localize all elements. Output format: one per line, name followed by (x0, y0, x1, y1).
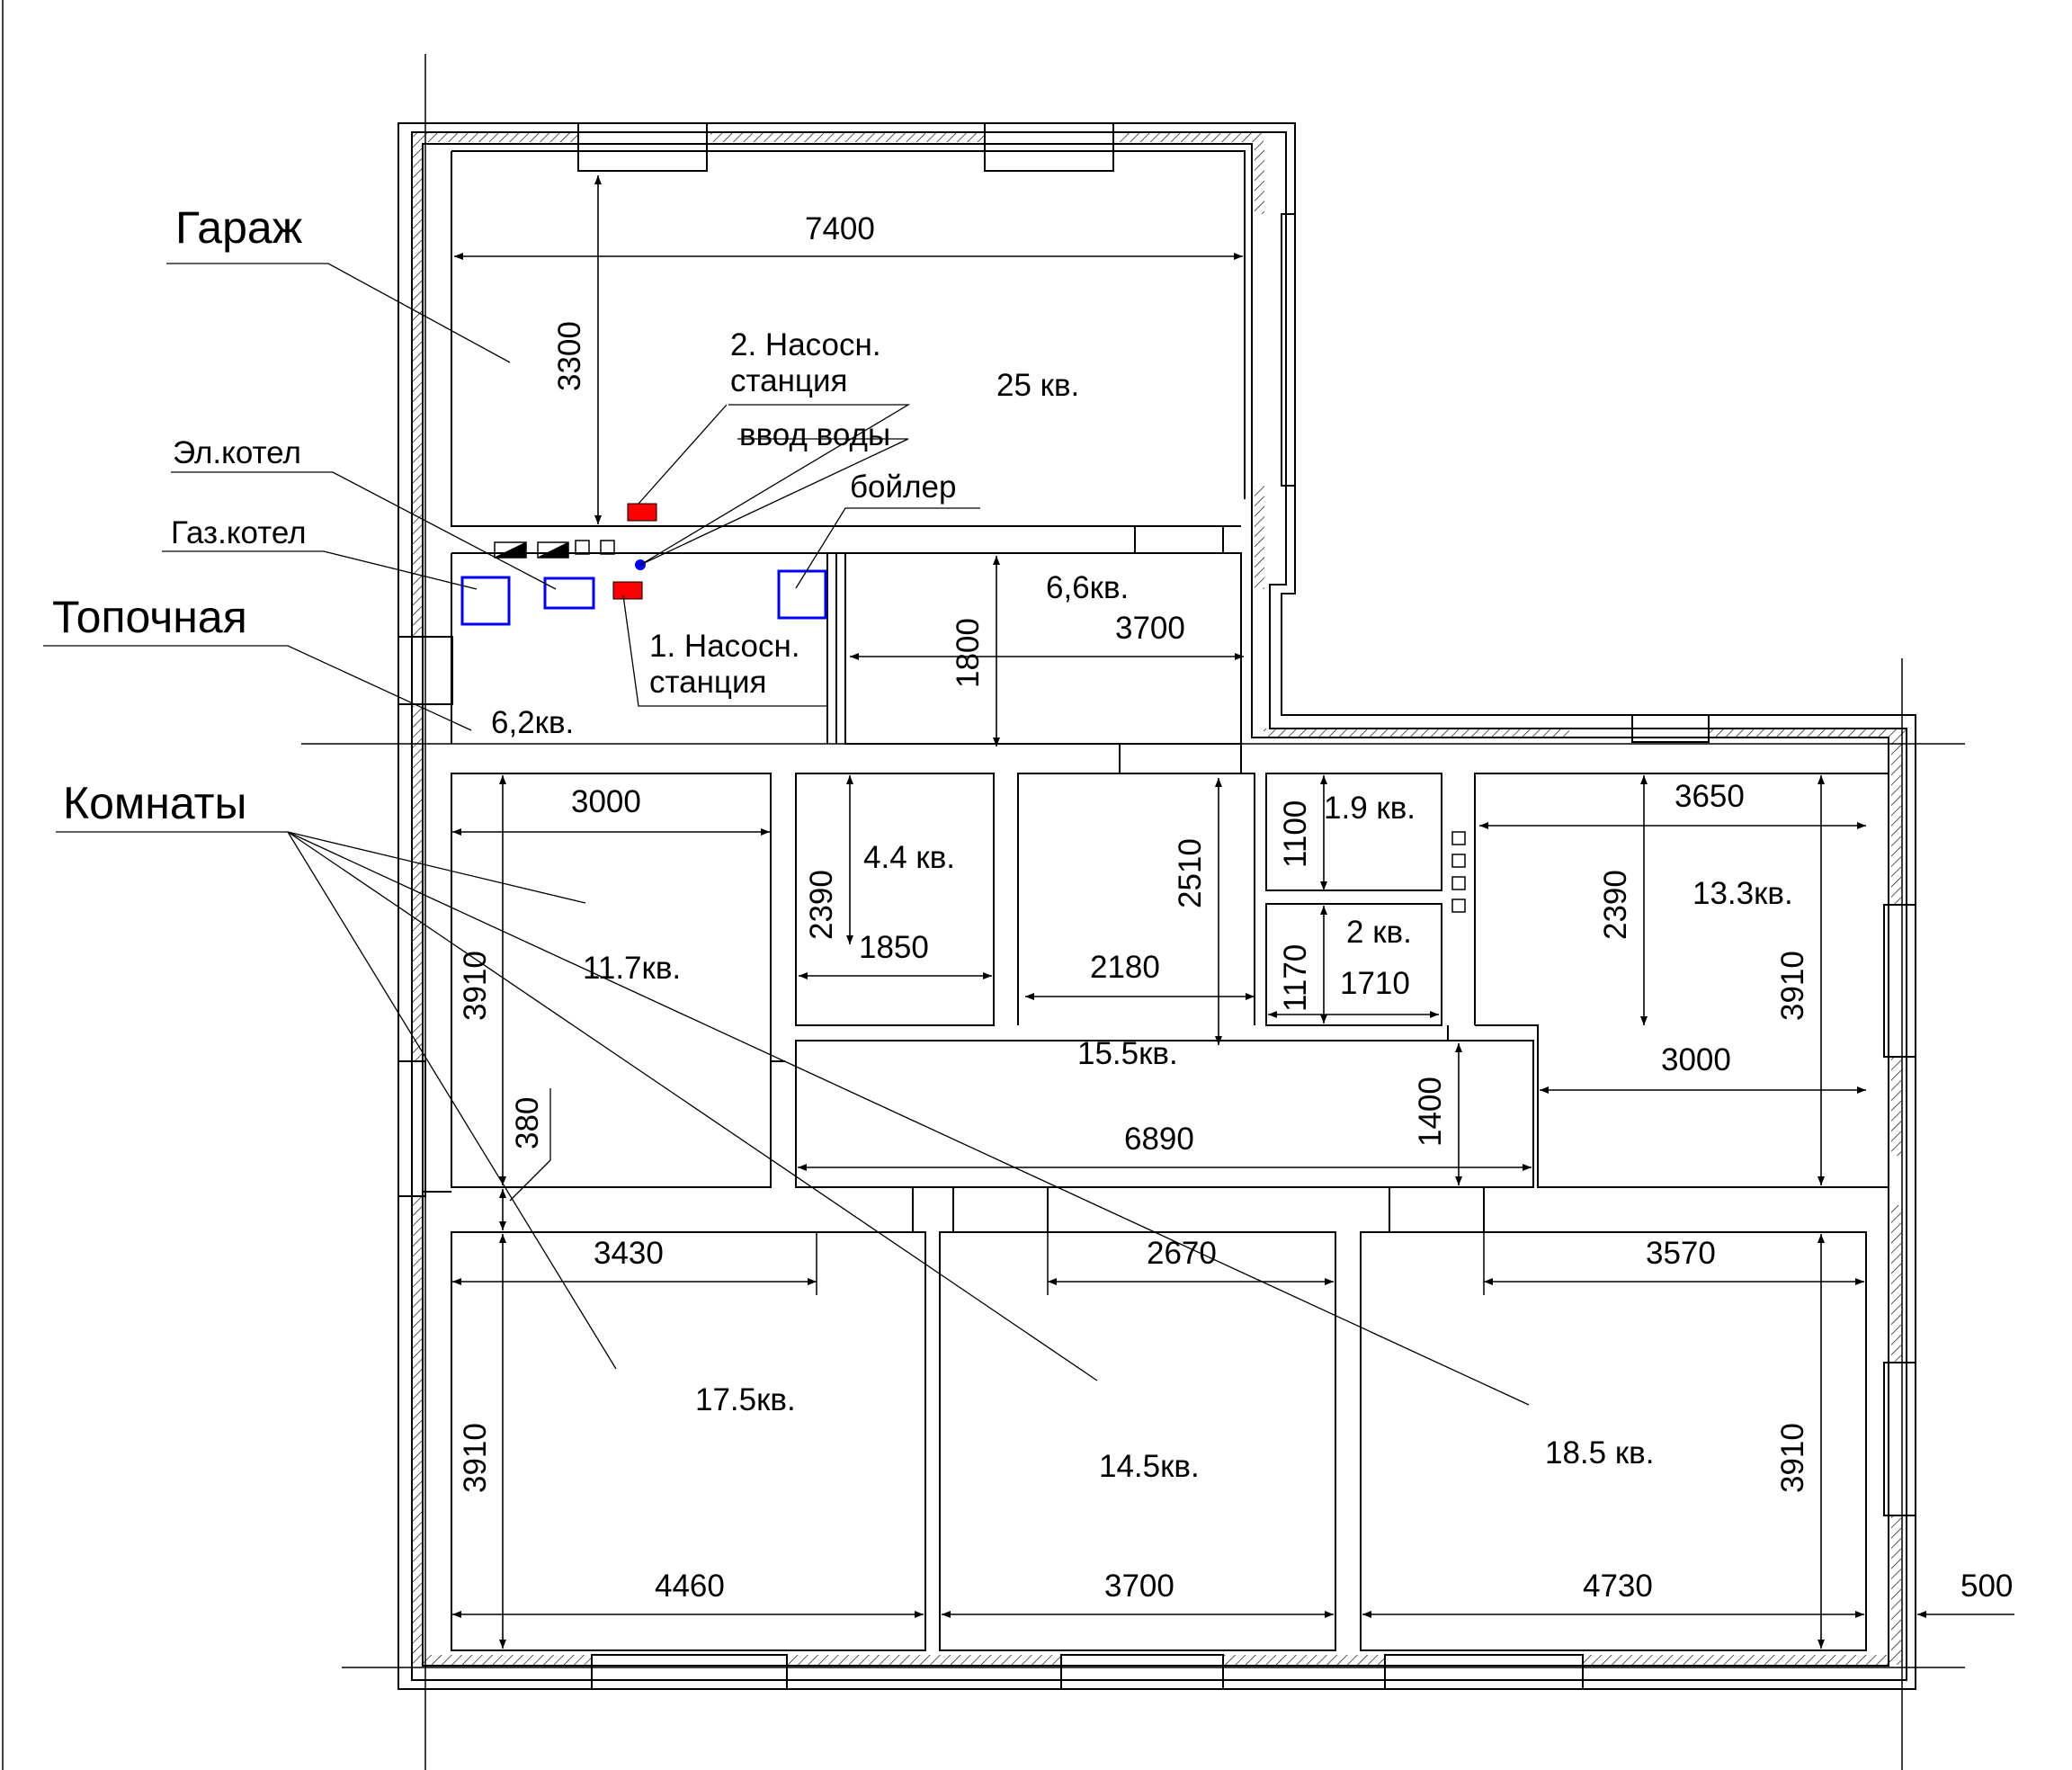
vent-symbol-1 (494, 541, 527, 559)
interior-walls (423, 151, 1889, 1651)
area-boiler-room: 6,2кв. (491, 705, 574, 740)
dim-4460: 4460 (655, 1569, 725, 1604)
dimension-lines (452, 175, 2014, 1649)
dim-3700-bottom: 3700 (1104, 1569, 1174, 1604)
dim-3000-right: 3000 (1661, 1042, 1731, 1077)
dim-7400: 7400 (805, 211, 875, 246)
axis-lines (301, 54, 1965, 1770)
area-room-117: 11.7кв. (583, 951, 681, 986)
leader-lines (43, 263, 1530, 1406)
label-rooms: Комнаты (63, 778, 246, 828)
vent-symbol-2 (537, 541, 569, 559)
dim-4730: 4730 (1583, 1569, 1653, 1604)
dim-1710: 1710 (1340, 966, 1410, 1001)
label-water-inlet: ввод воды (739, 417, 890, 452)
dim-3910-bottom-right: 3910 (1775, 1423, 1810, 1493)
area-garage: 25 кв. (996, 368, 1079, 403)
label-pump-1-line1: 1. Насосн. (649, 629, 800, 664)
label-boiler-room: Топочная (52, 592, 247, 642)
dimension-labels: 7400 3300 1800 3700 3000 3910 380 2390 1… (458, 211, 2013, 1604)
dim-1400: 1400 (1413, 1077, 1448, 1147)
label-pump-1-line2: станция (649, 665, 766, 700)
dim-1800: 1800 (951, 618, 986, 688)
area-room-175: 17.5кв. (695, 1382, 796, 1417)
dim-1170: 1170 (1278, 944, 1313, 1012)
label-gas-boiler: Газ.котел (171, 515, 307, 550)
area-room-185: 18.5 кв. (1545, 1435, 1654, 1471)
pump-station-1 (612, 581, 643, 600)
el-boiler-unit (543, 577, 595, 610)
area-labels: 25 кв. 6,2кв. 6,6кв. 11.7кв. 4.4 кв. 1.9… (491, 368, 1793, 1484)
dim-3700-top: 3700 (1115, 611, 1185, 646)
area-room-2: 2 кв. (1346, 915, 1412, 950)
dim-3650: 3650 (1675, 779, 1745, 814)
dim-2390-left: 2390 (804, 870, 839, 940)
outer-walls (397, 122, 1916, 1690)
dim-2510: 2510 (1173, 838, 1208, 908)
dim-2670: 2670 (1147, 1236, 1217, 1271)
dim-500: 500 (1960, 1569, 2013, 1604)
label-pump-2-line2: станция (730, 363, 847, 398)
area-room-44: 4.4 кв. (863, 840, 955, 875)
gas-boiler-unit (460, 576, 511, 626)
dim-2180: 2180 (1090, 950, 1160, 985)
label-water-heater: бойлер (850, 469, 956, 505)
room-labels: Гараж Эл.котел Газ.котел Топочная Комнат… (52, 202, 956, 828)
area-room-133: 13.3кв. (1692, 876, 1793, 911)
label-garage: Гараж (175, 202, 303, 253)
small-fixtures (575, 540, 1466, 913)
hatched-walls (412, 132, 1907, 1665)
dim-1100: 1100 (1278, 800, 1313, 868)
dim-3910-right-top: 3910 (1775, 951, 1810, 1021)
pump-station-2 (627, 503, 657, 522)
dim-3000-left: 3000 (571, 784, 641, 819)
dim-3300: 3300 (552, 321, 587, 391)
area-room-66: 6,6кв. (1046, 570, 1129, 605)
dim-1850: 1850 (859, 930, 929, 965)
area-room-145: 14.5кв. (1099, 1449, 1200, 1484)
area-hall: 15.5кв. (1077, 1036, 1178, 1071)
dim-3430: 3430 (594, 1236, 664, 1271)
area-room-19: 1.9 кв. (1324, 791, 1416, 826)
label-el-boiler: Эл.котел (173, 435, 301, 470)
dim-3570: 3570 (1646, 1236, 1716, 1271)
water-heater-unit (777, 569, 827, 620)
dim-2390-right: 2390 (1598, 870, 1633, 940)
dim-6890: 6890 (1124, 1122, 1194, 1157)
dim-380: 380 (510, 1097, 545, 1149)
equipment (460, 503, 827, 626)
dim-3910-bottom-left: 3910 (458, 1423, 493, 1493)
label-pump-2-line1: 2. Насосн. (730, 327, 881, 362)
dim-3910-left: 3910 (458, 951, 493, 1021)
